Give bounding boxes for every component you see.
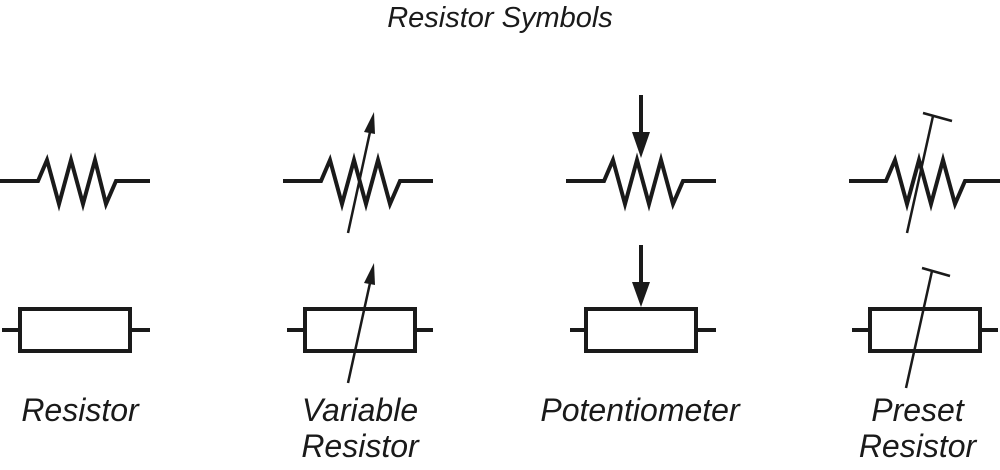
variable-resistor-label-line-2: Resistor	[301, 428, 419, 464]
potentiometer-label: Potentiometer	[510, 392, 770, 428]
potentiometer-box-icon	[570, 245, 716, 353]
resistor-label: Resistor	[0, 392, 160, 428]
variable-resistor-label-line-1: Variable	[301, 392, 419, 428]
potentiometer-label-line-1: Potentiometer	[540, 392, 740, 428]
variable-resistor-label: Variable Resistor	[270, 392, 450, 464]
resistor-label-line-1: Resistor	[21, 392, 139, 428]
preset-resistor-label: Preset Resistor	[835, 392, 1000, 464]
diagram-title: Resistor Symbols	[387, 2, 613, 34]
preset-resistor-label-line-1: Preset	[871, 392, 964, 428]
preset-resistor-label-line-2: Resistor	[858, 428, 977, 464]
preset-resistor-zigzag-icon	[849, 111, 1000, 234]
resistor-zigzag-icon	[0, 152, 150, 212]
preset-resistor-box-icon	[852, 266, 998, 389]
resistor-box-icon	[2, 307, 150, 353]
variable-resistor-zigzag-icon	[283, 112, 433, 234]
potentiometer-zigzag-icon	[566, 95, 716, 212]
variable-resistor-box-icon	[287, 263, 433, 384]
